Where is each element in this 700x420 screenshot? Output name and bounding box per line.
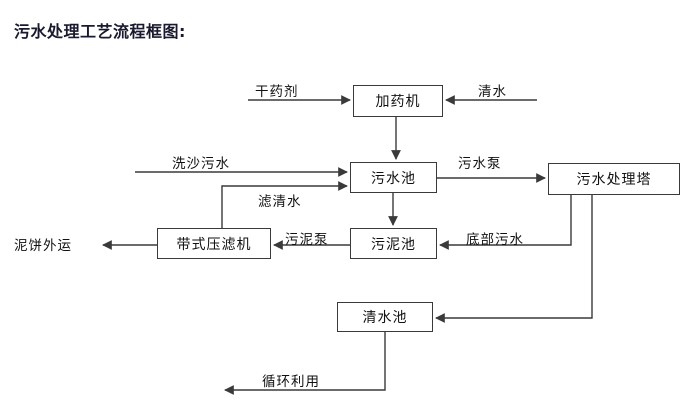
page-title: 污水处理工艺流程框图: bbox=[14, 22, 186, 41]
edge-label-filtered-water: 滤清水 bbox=[258, 194, 302, 210]
node-clean-water-pool[interactable]: 清水池 bbox=[337, 302, 433, 332]
edge-label-clean-water-in: 清水 bbox=[478, 84, 507, 100]
edge-label-dry-chemical: 干药剂 bbox=[255, 84, 299, 100]
terminal-label-mud-cake-out: 泥饼外运 bbox=[14, 238, 72, 254]
edge-label-sand-wash-sewage: 洗沙污水 bbox=[172, 156, 230, 172]
edge-label-bottom-sewage: 底部污水 bbox=[466, 232, 524, 248]
edge-label-recycle-use: 循环利用 bbox=[262, 374, 320, 390]
edge-tower-to-clean-water-pool bbox=[435, 195, 593, 323]
edge-label-sewage-pump: 污水泵 bbox=[458, 156, 502, 172]
node-sludge-pool[interactable]: 污泥池 bbox=[350, 228, 437, 259]
node-dosing-machine[interactable]: 加药机 bbox=[353, 85, 443, 117]
edge-filtered-water-to-sewage-pool bbox=[221, 181, 348, 228]
node-belt-filter-press[interactable]: 带式压滤机 bbox=[157, 228, 271, 259]
node-sewage-pool[interactable]: 污水池 bbox=[350, 162, 437, 193]
node-treatment-tower[interactable]: 污水处理塔 bbox=[548, 163, 680, 195]
edge-bottom-sewage-to-sludge-pool bbox=[439, 195, 572, 250]
edge-label-sludge-pump: 污泥泵 bbox=[285, 232, 329, 248]
edge-clean-water-pool-to-recycle bbox=[224, 332, 386, 395]
